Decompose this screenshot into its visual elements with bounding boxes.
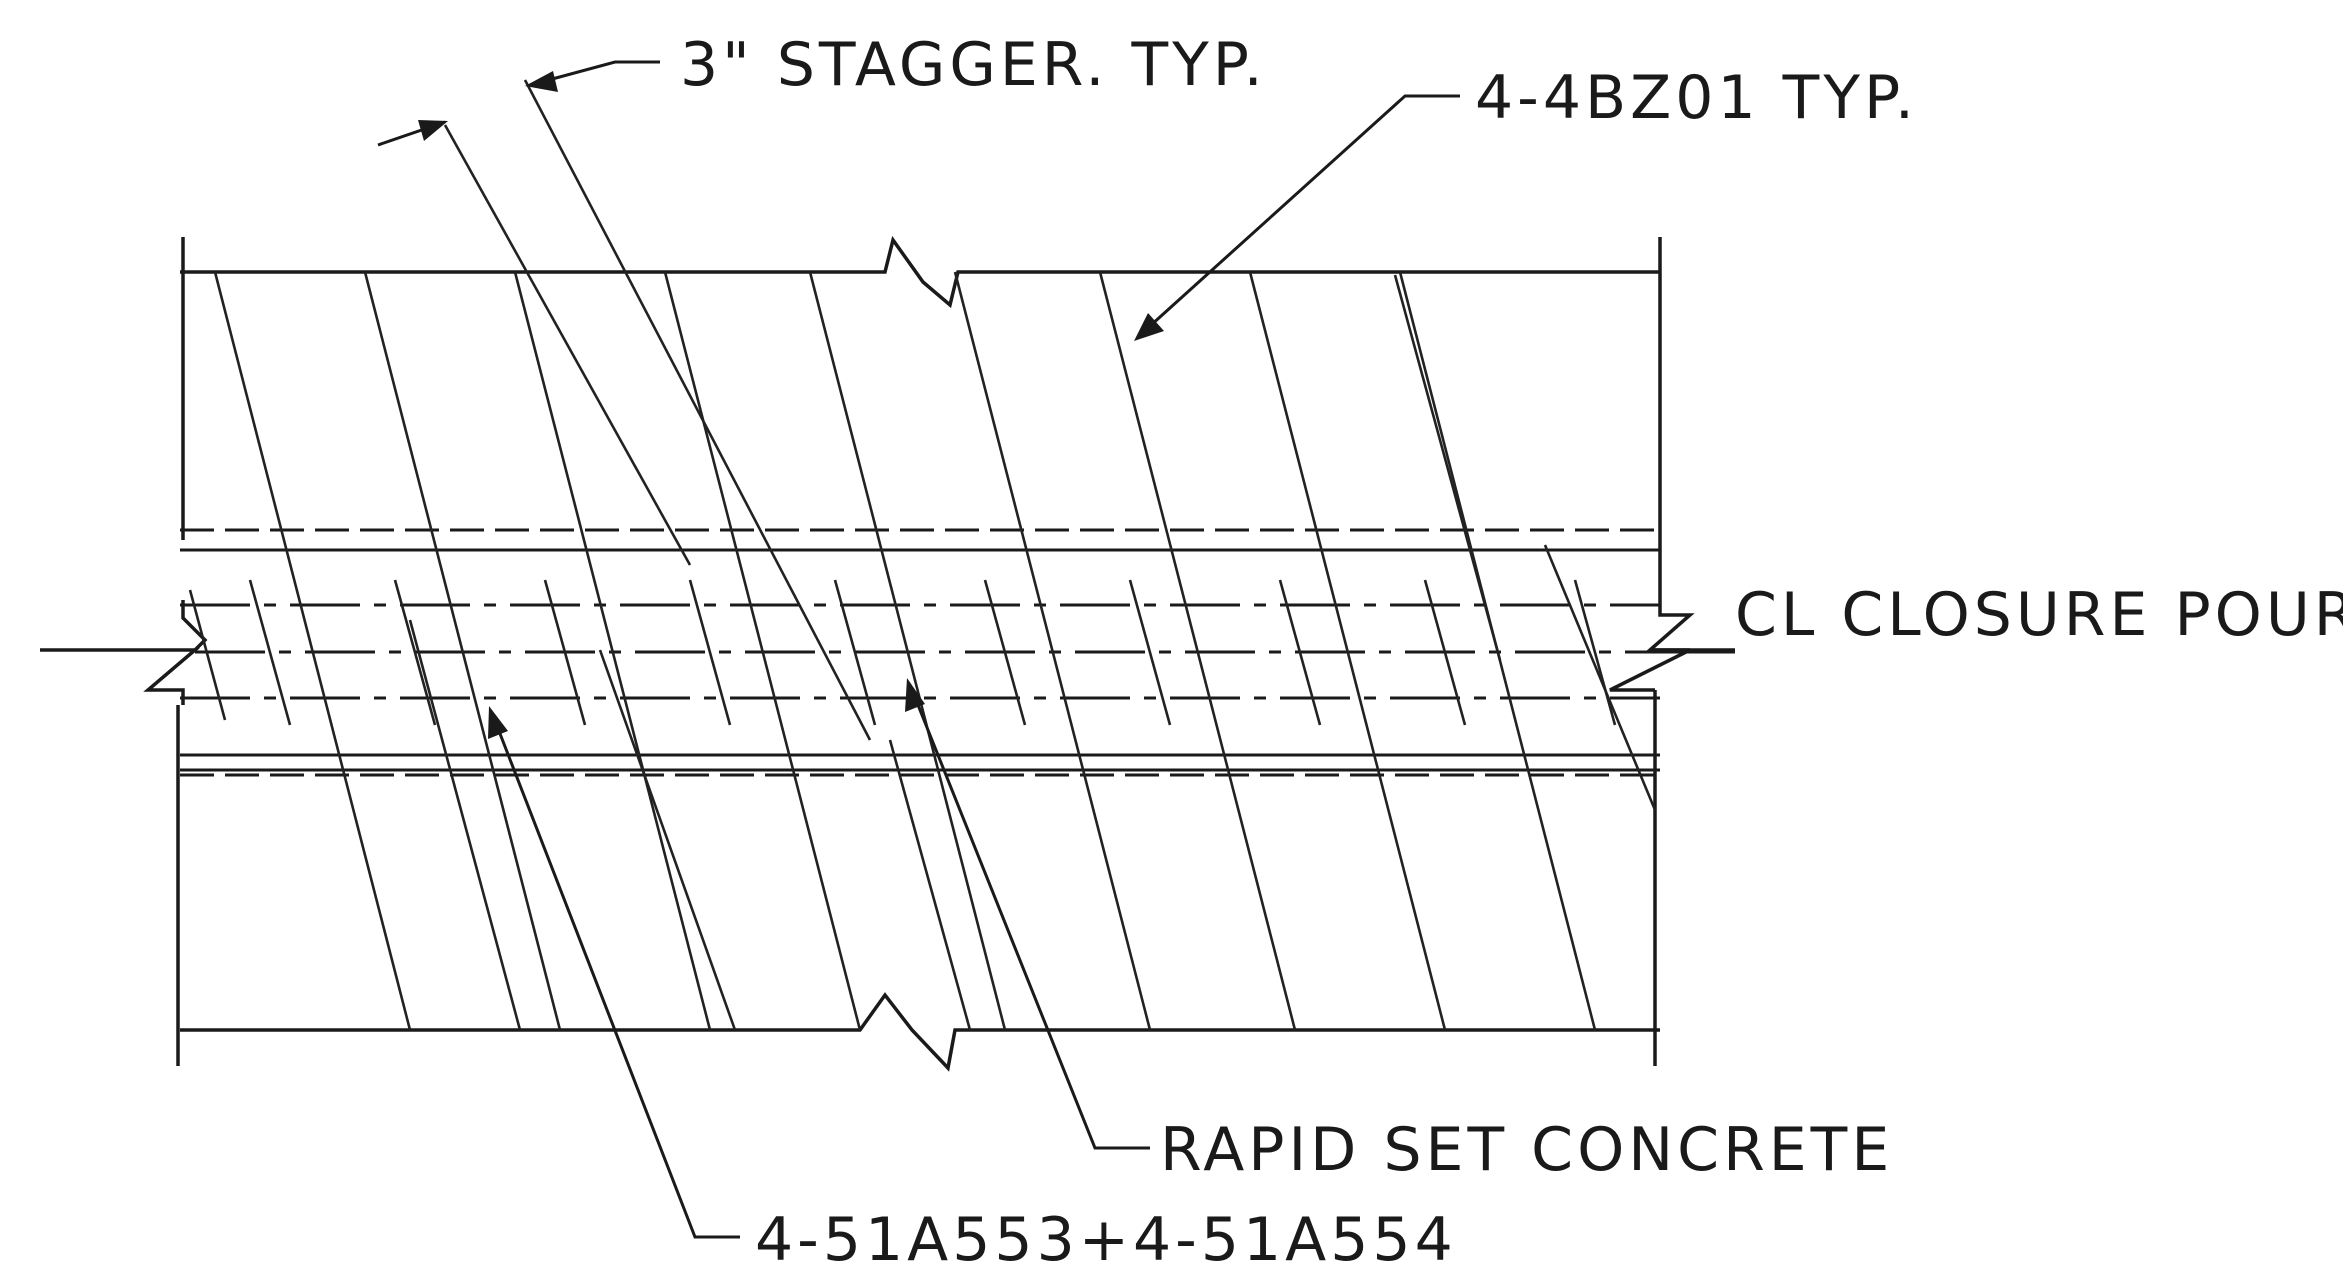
right-break-line-lower	[1609, 648, 1691, 692]
top-edge-line	[180, 235, 1660, 309]
bz-bar-staggered	[1393, 274, 1502, 661]
a-bar	[1128, 579, 1172, 726]
bz-bars	[213, 79, 1657, 1031]
a-bar	[248, 579, 292, 726]
bz-bar-staggered	[888, 739, 972, 1031]
a-bar	[1423, 579, 1467, 726]
a-bars-leader	[490, 712, 740, 1239]
a-bar	[188, 589, 227, 721]
a-bar	[833, 579, 877, 726]
a-bars-label: 4-51A553+4-51A554	[755, 1205, 1457, 1275]
bz-bar-staggered	[598, 649, 737, 1031]
stagger-label: 3" STAGGER. TYP.	[680, 30, 1267, 100]
a-bar	[1278, 579, 1322, 726]
a-bar	[543, 579, 587, 726]
bz-bar	[1098, 271, 1297, 1031]
bz-bar	[808, 271, 1007, 1031]
bz-bar-staggered	[1543, 544, 1657, 811]
bz-bar-staggered	[443, 124, 692, 566]
bz-bar	[363, 271, 562, 1031]
closure-pour-label: CL CLOSURE POUR	[1735, 580, 2343, 650]
right-break-line	[1645, 600, 1735, 652]
a-bar	[688, 579, 732, 726]
stagger-arrow-right	[525, 71, 558, 92]
a-bar	[983, 579, 1027, 726]
bz-bar-staggered	[408, 619, 522, 1031]
stagger-leader	[529, 60, 660, 87]
a-bar	[393, 579, 437, 726]
bz-leader	[1138, 94, 1460, 337]
rapid-set-label: RAPID SET CONCRETE	[1160, 1115, 1893, 1185]
bz-bar	[1248, 271, 1447, 1031]
bz-bars-label: 4-4BZ01 TYP.	[1475, 63, 1918, 133]
bz-bar	[953, 271, 1152, 1031]
bz-bar	[663, 271, 862, 1031]
a-bar	[1573, 579, 1617, 726]
left-break-line	[40, 648, 200, 705]
rapid-set-leader	[908, 684, 1150, 1150]
a-bars-arrowhead	[488, 706, 508, 739]
bz-arrowhead	[1134, 313, 1164, 341]
rapid-set-arrowhead	[905, 678, 925, 712]
bz-bar	[513, 271, 712, 1031]
a-bars	[188, 579, 1617, 726]
bz-bar-staggered	[523, 79, 872, 741]
labels: 3" STAGGER. TYP. 4-4BZ01 TYP. CL CLOSURE…	[680, 30, 2343, 1275]
leaders	[377, 60, 1735, 1239]
bz-bar	[213, 271, 412, 1031]
stagger-arrow-left	[418, 120, 448, 141]
left-break-line-upper	[181, 600, 208, 652]
closure-pour-band	[180, 528, 1660, 777]
